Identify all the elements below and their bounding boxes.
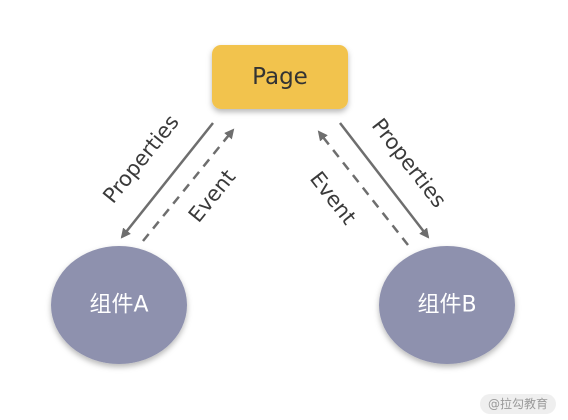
left-event-label: Event (184, 165, 241, 227)
component-b-label: 组件B (417, 293, 476, 318)
page-node: Page (212, 45, 348, 109)
component-a-ellipse (51, 246, 187, 364)
left-event-arrow (142, 128, 235, 242)
left-properties-label: Properties (98, 110, 183, 208)
watermark-label: @拉勾教育 (487, 397, 548, 411)
component-b-node: 组件B (379, 246, 515, 364)
right-properties-arrow (339, 122, 430, 239)
component-b-ellipse (379, 246, 515, 364)
page-box (212, 45, 348, 109)
left-properties-arrow (120, 122, 214, 239)
watermark-badge: @拉勾教育 (479, 394, 556, 414)
component-a-label: 组件A (89, 293, 148, 318)
component-a-node: 组件A (51, 246, 187, 364)
right-event-arrow (317, 130, 409, 246)
page-label: Page (252, 64, 308, 90)
right-properties-label: Properties (367, 114, 451, 212)
